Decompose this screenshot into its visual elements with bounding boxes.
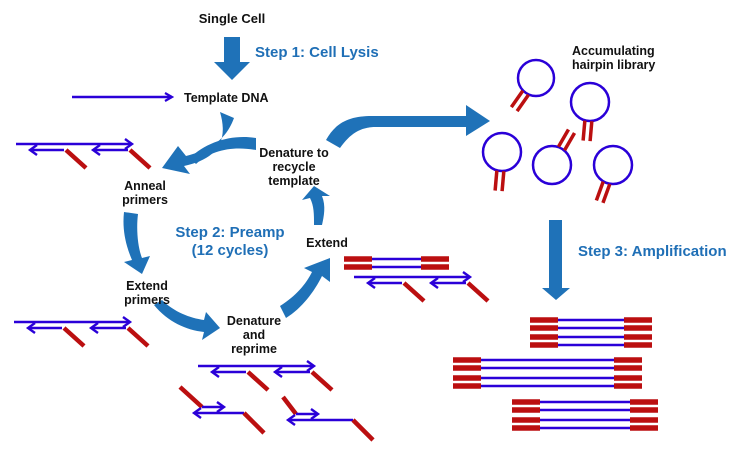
hairpin-3-stem-0 <box>500 171 506 192</box>
arrow-extend-to-denature <box>154 300 220 340</box>
hairpin-1-stem-1 <box>509 89 525 109</box>
amplification-arrow <box>542 220 570 300</box>
step3-label: Step 3: Amplification <box>578 243 727 260</box>
label-hairpin-library: Accumulating hairpin library <box>572 44 656 72</box>
fragment-right-long-head <box>285 414 296 426</box>
cycle-arrows <box>123 105 570 340</box>
anneal-strands-product-head-0 <box>27 144 38 156</box>
hairpin-5-stem-0 <box>601 183 612 204</box>
reprime-strands-template-head <box>306 360 317 372</box>
anneal-strands-template-head <box>124 138 135 150</box>
hairpin-1-loop <box>516 58 556 98</box>
hairpin-2-loop <box>569 81 611 123</box>
label-extend: Extend <box>306 236 348 250</box>
hairpin-2-stem-1 <box>581 120 587 141</box>
hairpin-4-stem-1 <box>563 132 577 152</box>
extend-right-strands-template-head <box>462 271 473 283</box>
anneal-strands-primer-1 <box>128 148 152 170</box>
hairpin-4-stem-0 <box>556 128 570 148</box>
hairpin-3-stem-1 <box>493 170 499 191</box>
label-extend-primers: Extend primers <box>124 279 170 307</box>
extend-strands-product-head-0 <box>25 322 36 334</box>
hairpin-3-loop <box>481 131 523 173</box>
anneal-strands-primer-0 <box>64 148 88 170</box>
fragment-left-long-head <box>191 407 202 419</box>
fragment-right-primer-a <box>281 395 298 416</box>
hairpin-5-loop <box>592 144 634 186</box>
arrow-denature-to-extend <box>280 258 330 318</box>
extend-strands-primer-1 <box>126 326 150 348</box>
hairpin-2-stem-0 <box>588 121 594 142</box>
label-anneal-primers: Anneal primers <box>122 179 168 207</box>
extend-strands-template-head <box>122 316 133 328</box>
arrow-extend-to-recycle <box>302 186 330 225</box>
fragment-left-short-head <box>216 401 227 413</box>
extend-right-strands-product-head-1 <box>428 277 439 289</box>
extend-right-strands-primer-1 <box>466 281 490 303</box>
arrow-template-to-anneal <box>162 112 234 174</box>
anneal-strands-product-head-1 <box>90 144 101 156</box>
reprime-strands-product-head-0 <box>209 366 220 378</box>
step2-label: Step 2: Preamp (12 cycles) <box>175 224 285 259</box>
step1-label: Step 1: Cell Lysis <box>255 44 379 61</box>
extend-strands-product-head-1 <box>88 322 99 334</box>
reprime-strands-primer-0 <box>246 370 270 392</box>
fragment-left-primer-a <box>178 385 204 409</box>
reprime-strands-primer-1 <box>310 370 334 392</box>
extend-right-strands-primer-0 <box>402 281 426 303</box>
fragment-left-primer-b <box>242 411 266 435</box>
extend-right-strands-product-head-0 <box>365 277 376 289</box>
hairpin-1-stem-0 <box>515 93 530 113</box>
hairpin-5-stem-1 <box>594 181 605 202</box>
lysis-arrow <box>214 37 250 80</box>
dna-structures <box>14 58 658 442</box>
arrow-recycle-to-anneal <box>190 136 256 164</box>
label-template-dna: Template DNA <box>184 91 269 105</box>
arrow-anneal-to-extend <box>123 212 150 274</box>
hairpin-4-loop <box>531 144 573 186</box>
label-denature-reprime: Denature and reprime <box>226 314 282 356</box>
fragment-right-primer-b <box>351 418 375 442</box>
reprime-strands-product-head-1 <box>272 366 283 378</box>
label-denature-recycle: Denature to recycle template <box>259 146 329 188</box>
fragment-right-short-head <box>310 408 321 420</box>
arrow-to-hairpin-library <box>326 105 490 148</box>
label-single-cell: Single Cell <box>198 11 266 26</box>
extend-strands-primer-0 <box>62 326 86 348</box>
